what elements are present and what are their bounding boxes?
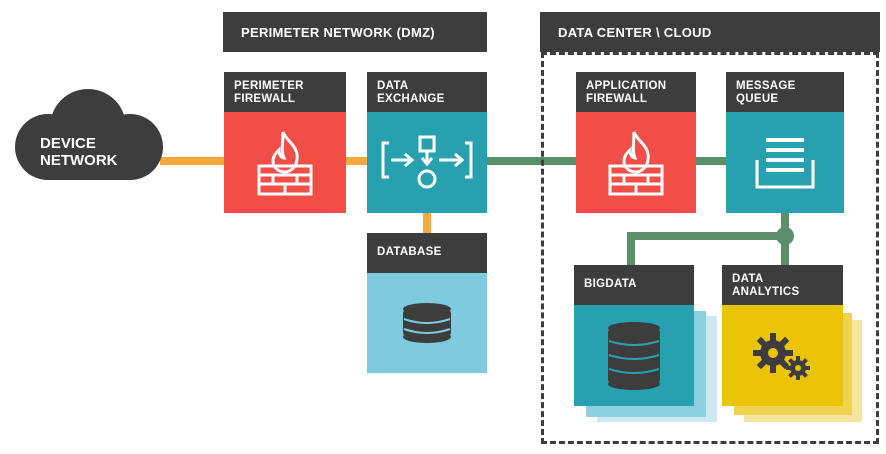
queue-icon xyxy=(755,137,815,188)
application-firewall-line2: FIREWALL xyxy=(586,93,648,105)
datacenter-banner: DATA CENTER \ CLOUD xyxy=(540,12,880,52)
cloud-icon xyxy=(15,89,163,180)
database-body xyxy=(367,273,487,373)
link-to-bigdata xyxy=(627,232,635,268)
bigdata-node: BIGDATA xyxy=(574,265,694,406)
link-data-exchange-to-app-firewall xyxy=(486,157,578,165)
device-network-line1: DEVICE xyxy=(40,135,96,152)
data-exchange-line2: EXCHANGE xyxy=(377,93,445,105)
application-firewall-line1: APPLICATION xyxy=(586,80,667,92)
perimeter-firewall-header: PERIMETER FIREWALL xyxy=(224,72,346,112)
database-label: DATABASE xyxy=(377,246,442,258)
datacenter-boundary xyxy=(541,52,879,444)
firewall-icon xyxy=(608,130,664,195)
link-junction xyxy=(776,227,794,245)
database-icon xyxy=(403,303,451,343)
firewall-icon xyxy=(257,130,313,195)
data-analytics-line1: DATA xyxy=(732,273,764,285)
data-analytics-line2: ANALYTICS xyxy=(732,286,800,298)
data-exchange-line1: DATA xyxy=(377,80,409,92)
gears-icon xyxy=(752,332,810,380)
data-exchange-icon xyxy=(381,135,473,188)
message-queue-header: MESSAGE QUEUE xyxy=(726,72,844,112)
datacenter-label: DATA CENTER \ CLOUD xyxy=(558,24,712,40)
link-queue-horizontal xyxy=(627,232,789,240)
data-analytics-node: DATA ANALYTICS xyxy=(722,265,843,406)
message-queue-body xyxy=(726,112,844,213)
database-icon xyxy=(608,321,660,390)
application-firewall-body xyxy=(576,112,696,213)
perimeter-firewall-node: PERIMETER FIREWALL xyxy=(224,72,346,213)
link-device-to-perimeter-firewall xyxy=(160,157,230,165)
bigdata-body xyxy=(574,305,694,406)
data-exchange-node: DATA EXCHANGE xyxy=(367,72,487,213)
bigdata-label: BIGDATA xyxy=(584,278,637,290)
link-firewall-to-data-exchange xyxy=(340,157,372,165)
data-analytics-body xyxy=(722,305,843,406)
data-exchange-header: DATA EXCHANGE xyxy=(367,72,487,112)
database-header: DATABASE xyxy=(367,233,487,273)
message-queue-node: MESSAGE QUEUE xyxy=(726,72,844,213)
link-app-firewall-to-message-queue xyxy=(694,157,728,165)
bigdata-header: BIGDATA xyxy=(574,265,694,305)
device-network-label: DEVICE NETWORK xyxy=(40,135,118,169)
dmz-banner: PERIMETER NETWORK (DMZ) xyxy=(223,12,487,52)
application-firewall-node: APPLICATION FIREWALL xyxy=(576,72,696,213)
database-node: DATABASE xyxy=(367,233,487,373)
device-network-line2: NETWORK xyxy=(40,152,118,169)
device-network-cloud: DEVICE NETWORK xyxy=(6,85,168,185)
data-analytics-header: DATA ANALYTICS xyxy=(722,265,843,305)
message-queue-line2: QUEUE xyxy=(736,93,779,105)
dmz-label: PERIMETER NETWORK (DMZ) xyxy=(241,24,435,40)
perimeter-firewall-line1: PERIMETER xyxy=(234,80,304,92)
message-queue-line1: MESSAGE xyxy=(736,80,796,92)
link-data-exchange-to-database xyxy=(423,210,431,236)
perimeter-firewall-line2: FIREWALL xyxy=(234,93,296,105)
data-exchange-body xyxy=(367,112,487,213)
perimeter-firewall-body xyxy=(224,112,346,213)
application-firewall-header: APPLICATION FIREWALL xyxy=(576,72,696,112)
